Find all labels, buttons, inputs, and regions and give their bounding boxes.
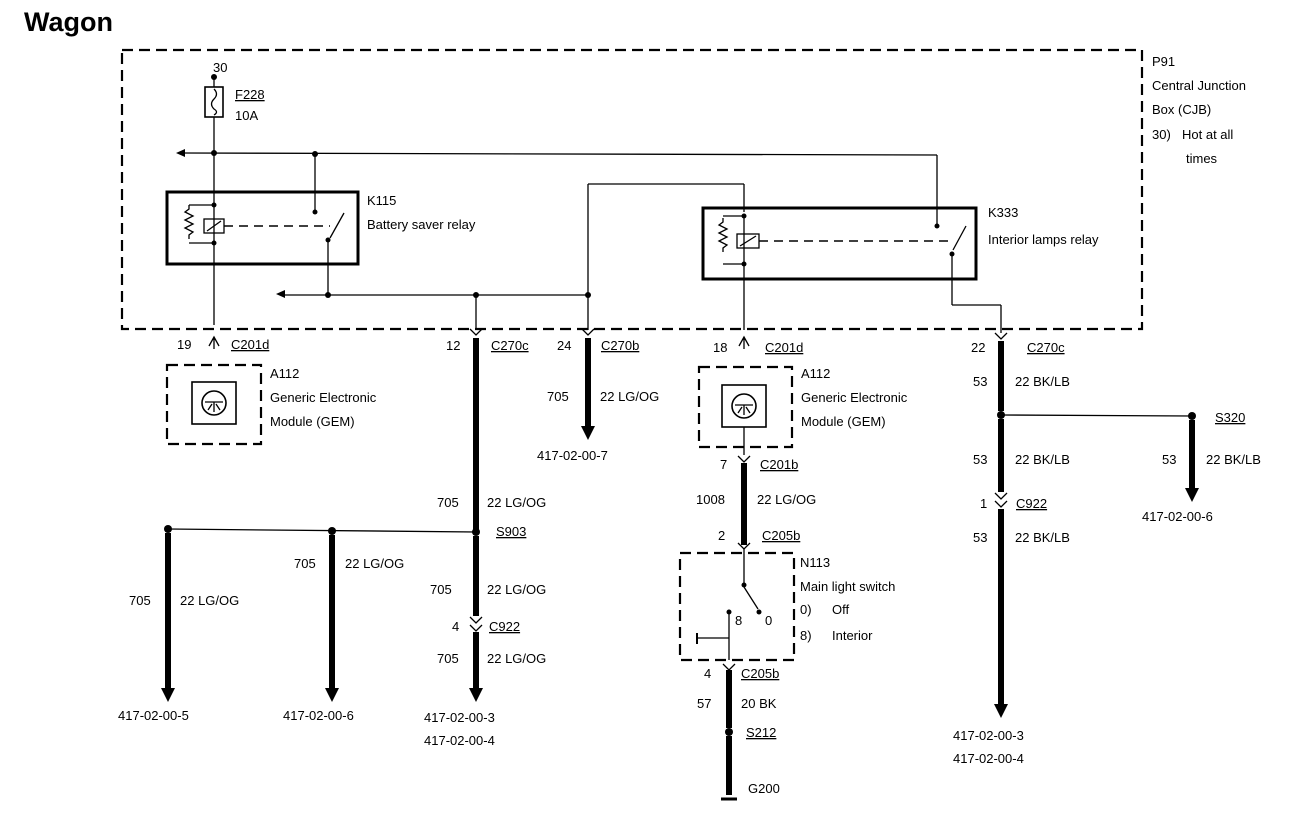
wire12-splice: S903 — [496, 524, 526, 539]
gem-right-out-pin: 7 — [720, 457, 727, 472]
wire12-pin: 12 — [446, 338, 460, 353]
wire24-gauge: 22 LG/OG — [600, 389, 659, 404]
fuse-pin: 30 — [213, 60, 227, 75]
cjb-id: P91 — [1152, 54, 1175, 69]
switch-ground: G200 — [748, 781, 780, 796]
wire22-low-circuit: 53 — [973, 530, 987, 545]
wire22-gauge: 22 BK/LB — [1015, 374, 1070, 389]
wire12-gauge: 22 LG/OG — [487, 495, 546, 510]
s320-splice: S320 — [1215, 410, 1245, 425]
branch-a-circuit: 705 — [129, 593, 151, 608]
wire12-circuit: 705 — [437, 495, 459, 510]
branch-a-gauge: 22 LG/OG — [180, 593, 239, 608]
wire22-pin: 22 — [971, 340, 985, 355]
switch-out-gauge: 20 BK — [741, 696, 777, 711]
switch-contact-8: 8 — [735, 613, 742, 628]
wire12-connector: C270c — [491, 338, 529, 353]
gem-left-connector: C201d — [231, 337, 269, 352]
cjb-state-line1: Hot at all — [1182, 127, 1233, 142]
wire22-low-gauge: 22 BK/LB — [1015, 530, 1070, 545]
switch-box — [678, 551, 796, 662]
switch-out-circuit: 57 — [697, 696, 711, 711]
wire22-c922: C922 — [1016, 496, 1047, 511]
gem-right-box — [697, 365, 794, 449]
wire12-c922: C922 — [489, 619, 520, 634]
wire12-below-circuit: 705 — [430, 582, 452, 597]
wire22-c922-pin: 1 — [980, 496, 987, 511]
switch-pin-top: 2 — [718, 528, 725, 543]
gem-left-box — [165, 363, 263, 446]
relay-k333-box — [701, 206, 978, 281]
switch-pos8-label: Interior — [832, 628, 873, 643]
relay-k115-name: Battery saver relay — [367, 217, 476, 232]
cjb-outline — [120, 48, 1144, 331]
gem-right-connector: C201d — [765, 340, 803, 355]
gem-right-pin: 18 — [713, 340, 727, 355]
wire24-ref: 417-02-00-7 — [537, 448, 608, 463]
wire12-ref1: 417-02-00-3 — [424, 710, 495, 725]
wire22-circuit: 53 — [973, 374, 987, 389]
wire12-ref2: 417-02-00-4 — [424, 733, 495, 748]
s320-ref: 417-02-00-6 — [1142, 509, 1213, 524]
wire22-connector: C270c — [1027, 340, 1065, 355]
relay-k115-box — [165, 190, 360, 266]
wire22-ref1: 417-02-00-3 — [953, 728, 1024, 743]
gem-right-line2: Module (GEM) — [801, 414, 886, 429]
switch-pos0-label: Off — [832, 602, 849, 617]
gem-left-line2: Module (GEM) — [270, 414, 355, 429]
wire1008-circuit: 1008 — [696, 492, 725, 507]
wire24-circuit: 705 — [547, 389, 569, 404]
switch-connector-top: C205b — [762, 528, 800, 543]
wire12-c922-pin: 4 — [452, 619, 459, 634]
switch-id: N113 — [800, 555, 830, 570]
gem-right-id: A112 — [801, 366, 830, 381]
wire12-below-gauge: 22 LG/OG — [487, 582, 546, 597]
diagram-title: Wagon — [24, 7, 113, 37]
cjb-state-num: 30) — [1152, 127, 1171, 142]
gem-left-line1: Generic Electronic — [270, 390, 377, 405]
s320-gauge: 22 BK/LB — [1206, 452, 1261, 467]
switch-splice: S212 — [746, 725, 776, 740]
switch-name: Main light switch — [800, 579, 895, 594]
wire22-mid-gauge: 22 BK/LB — [1015, 452, 1070, 467]
relay-k115-id: K115 — [367, 193, 396, 208]
branch-b-ref: 417-02-00-6 — [283, 708, 354, 723]
switch-pos0-num: 0) — [800, 602, 812, 617]
gem-left-id: A112 — [270, 366, 299, 381]
switch-connector-bottom: C205b — [741, 666, 779, 681]
fuse-symbol — [204, 86, 224, 118]
switch-contact-0: 0 — [765, 613, 772, 628]
branch-b-circuit: 705 — [294, 556, 316, 571]
wire12-after-circuit: 705 — [437, 651, 459, 666]
wire12-after-gauge: 22 LG/OG — [487, 651, 546, 666]
branch-a-ref: 417-02-00-5 — [118, 708, 189, 723]
wire1008-gauge: 22 LG/OG — [757, 492, 816, 507]
wire24-pin: 24 — [557, 338, 571, 353]
s320-circuit: 53 — [1162, 452, 1176, 467]
gem-right-line1: Generic Electronic — [801, 390, 908, 405]
fuse-rating: 10A — [235, 108, 258, 123]
wire22-ref2: 417-02-00-4 — [953, 751, 1024, 766]
gem-left-pin: 19 — [177, 337, 191, 352]
fuse-id: F228 — [235, 87, 265, 102]
switch-pin-bottom: 4 — [704, 666, 711, 681]
cjb-name-line2: Box (CJB) — [1152, 102, 1211, 117]
branch-b-gauge: 22 LG/OG — [345, 556, 404, 571]
switch-pos8-num: 8) — [800, 628, 812, 643]
relay-k333-name: Interior lamps relay — [988, 232, 1099, 247]
cjb-state-line2: times — [1186, 151, 1218, 166]
wire24-connector: C270b — [601, 338, 639, 353]
relay-k333-id: K333 — [988, 205, 1018, 220]
gem-right-out-connector: C201b — [760, 457, 798, 472]
cjb-name-line1: Central Junction — [1152, 78, 1246, 93]
wire22-mid-circuit: 53 — [973, 452, 987, 467]
